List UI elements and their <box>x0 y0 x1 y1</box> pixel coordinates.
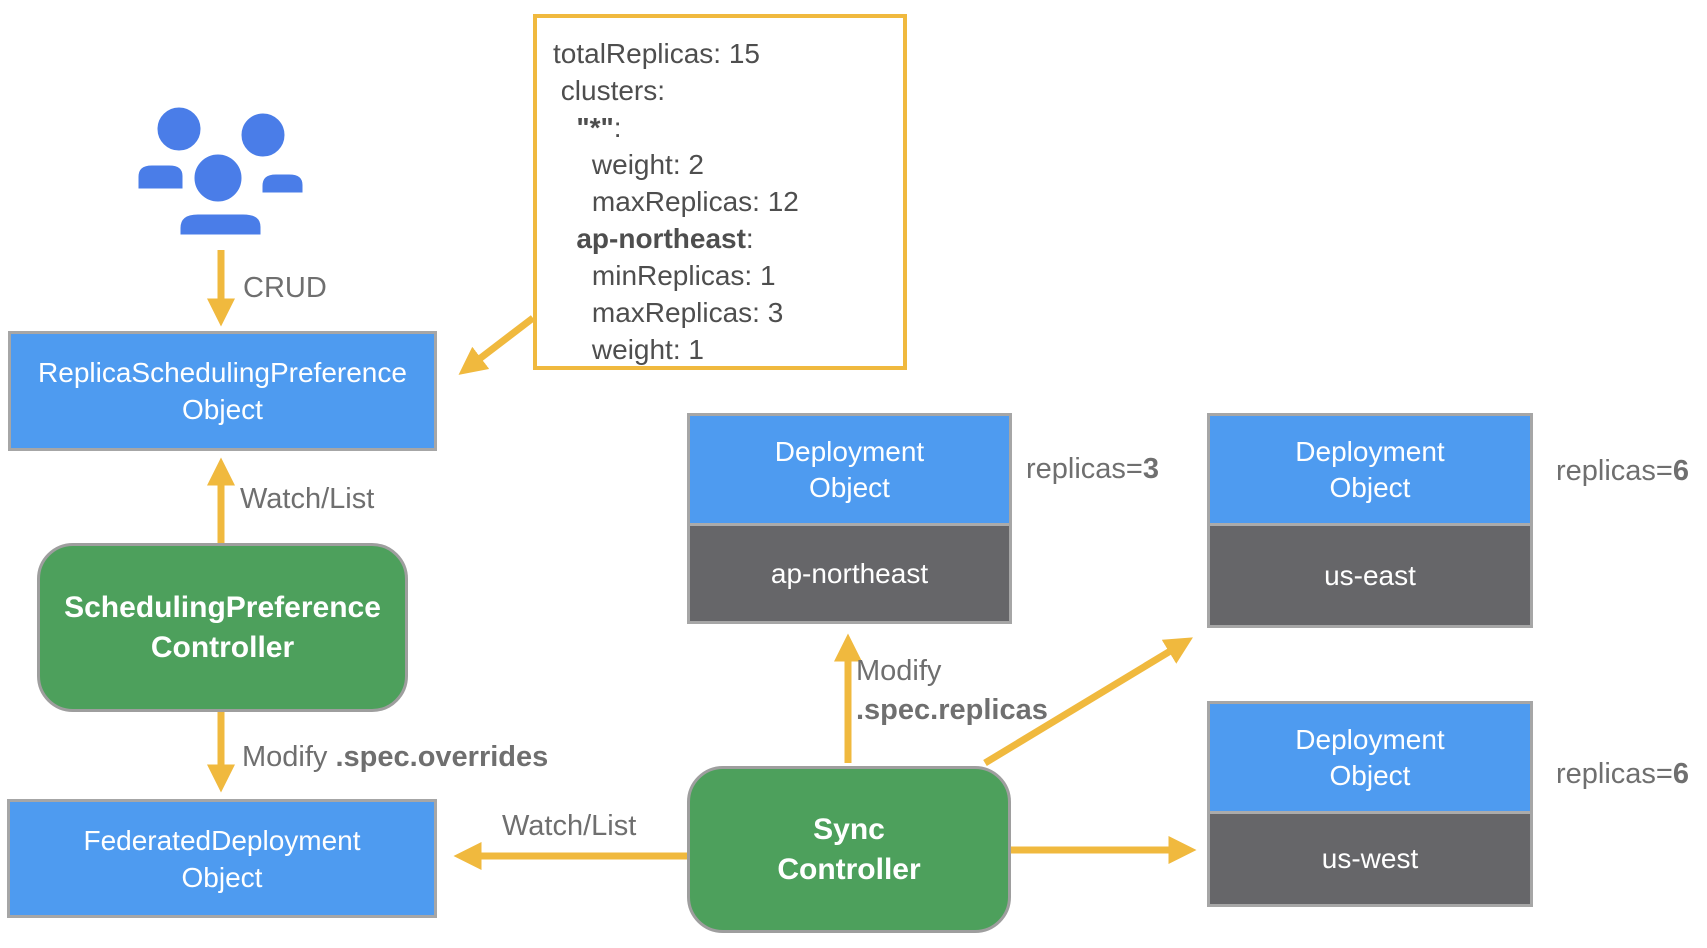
box-title-line: FederatedDeployment <box>83 824 361 856</box>
modify-replicas-label: Modify .spec.replicas <box>856 652 1048 730</box>
yaml-callout-arrow <box>458 315 536 375</box>
deployment-box-us-west: Deployment Object us-west <box>1207 701 1533 907</box>
box-title-line: Deployment <box>1295 435 1445 467</box>
yaml-line: clusters: <box>553 75 666 106</box>
box-title-line: Deployment <box>1295 723 1445 755</box>
deployment-box-us-east: Deployment Object us-east <box>1207 413 1533 628</box>
box-title-line: Object <box>1329 471 1411 503</box>
replicas-label-us-east: replicas=6 <box>1556 455 1689 488</box>
label-text: replicas= <box>1556 455 1673 487</box>
users-group-icon <box>133 102 308 240</box>
cluster-name: us-west <box>1210 811 1530 904</box>
box-title-line: Object <box>182 394 263 425</box>
replica-scheduling-spec-note: totalReplicas: 15 clusters: "*": weight:… <box>533 14 907 370</box>
label-text: replicas= <box>1026 453 1143 485</box>
yaml-line: weight: 2 <box>553 149 704 180</box>
scheduling-preference-controller-box: SchedulingPreference Controller <box>37 543 408 712</box>
replicas-value: 6 <box>1672 455 1690 487</box>
box-title-line: Object <box>809 471 890 503</box>
modify-overrides-label: Modify .spec.overrides <box>242 741 548 774</box>
yaml-line: weight: 1 <box>553 334 704 365</box>
label-text: Modify <box>242 741 336 773</box>
crud-label: CRUD <box>243 272 327 304</box>
box-title-line: Deployment <box>774 435 925 467</box>
watch-list-bottom-label: Watch/List <box>502 810 637 842</box>
box-title-line: SchedulingPreference <box>64 590 381 624</box>
replicas-value: 6 <box>1672 758 1690 790</box>
deployment-box-ap-northeast: Deployment Object ap-northeast <box>687 413 1012 624</box>
yaml-line: totalReplicas: 15 <box>553 38 761 69</box>
label-bold-text: .spec.replicas <box>856 694 1048 726</box>
box-title-line: Sync <box>813 812 885 846</box>
replicas-label-ap-northeast: replicas=3 <box>1026 453 1159 486</box>
label-text: Modify <box>856 655 942 687</box>
box-title-line: Object <box>1329 759 1411 791</box>
replica-scheduling-preference-object-box: ReplicaSchedulingPreference Object <box>8 331 437 451</box>
watch-list-top-label: Watch/List <box>240 483 375 515</box>
yaml-line: minReplicas: 1 <box>553 260 776 291</box>
federated-deployment-object-box: FederatedDeployment Object <box>7 799 437 918</box>
box-title-line: Controller <box>150 630 295 664</box>
box-title-line: Object <box>181 861 263 893</box>
yaml-line: maxReplicas: 12 <box>553 186 799 217</box>
label-text: replicas= <box>1556 758 1673 790</box>
cluster-name: ap-northeast <box>690 523 1009 621</box>
replicas-value: 3 <box>1142 453 1160 485</box>
deployment-object-label: Deployment Object <box>1210 704 1530 811</box>
label-bold-text: .spec.overrides <box>335 741 549 773</box>
yaml-line: ap-northeast: <box>553 223 754 254</box>
sync-controller-box: Sync Controller <box>687 766 1011 933</box>
box-title-line: ReplicaSchedulingPreference <box>38 357 407 388</box>
deployment-object-label: Deployment Object <box>1210 416 1530 523</box>
cluster-name: us-east <box>1210 523 1530 625</box>
deployment-object-label: Deployment Object <box>690 416 1009 523</box>
yaml-line: "*": <box>553 112 622 143</box>
sync-to-us-east-arrow <box>983 637 1193 766</box>
replicas-label-us-west: replicas=6 <box>1556 758 1689 791</box>
box-title-line: Controller <box>777 852 921 886</box>
yaml-line: maxReplicas: 3 <box>553 297 784 328</box>
